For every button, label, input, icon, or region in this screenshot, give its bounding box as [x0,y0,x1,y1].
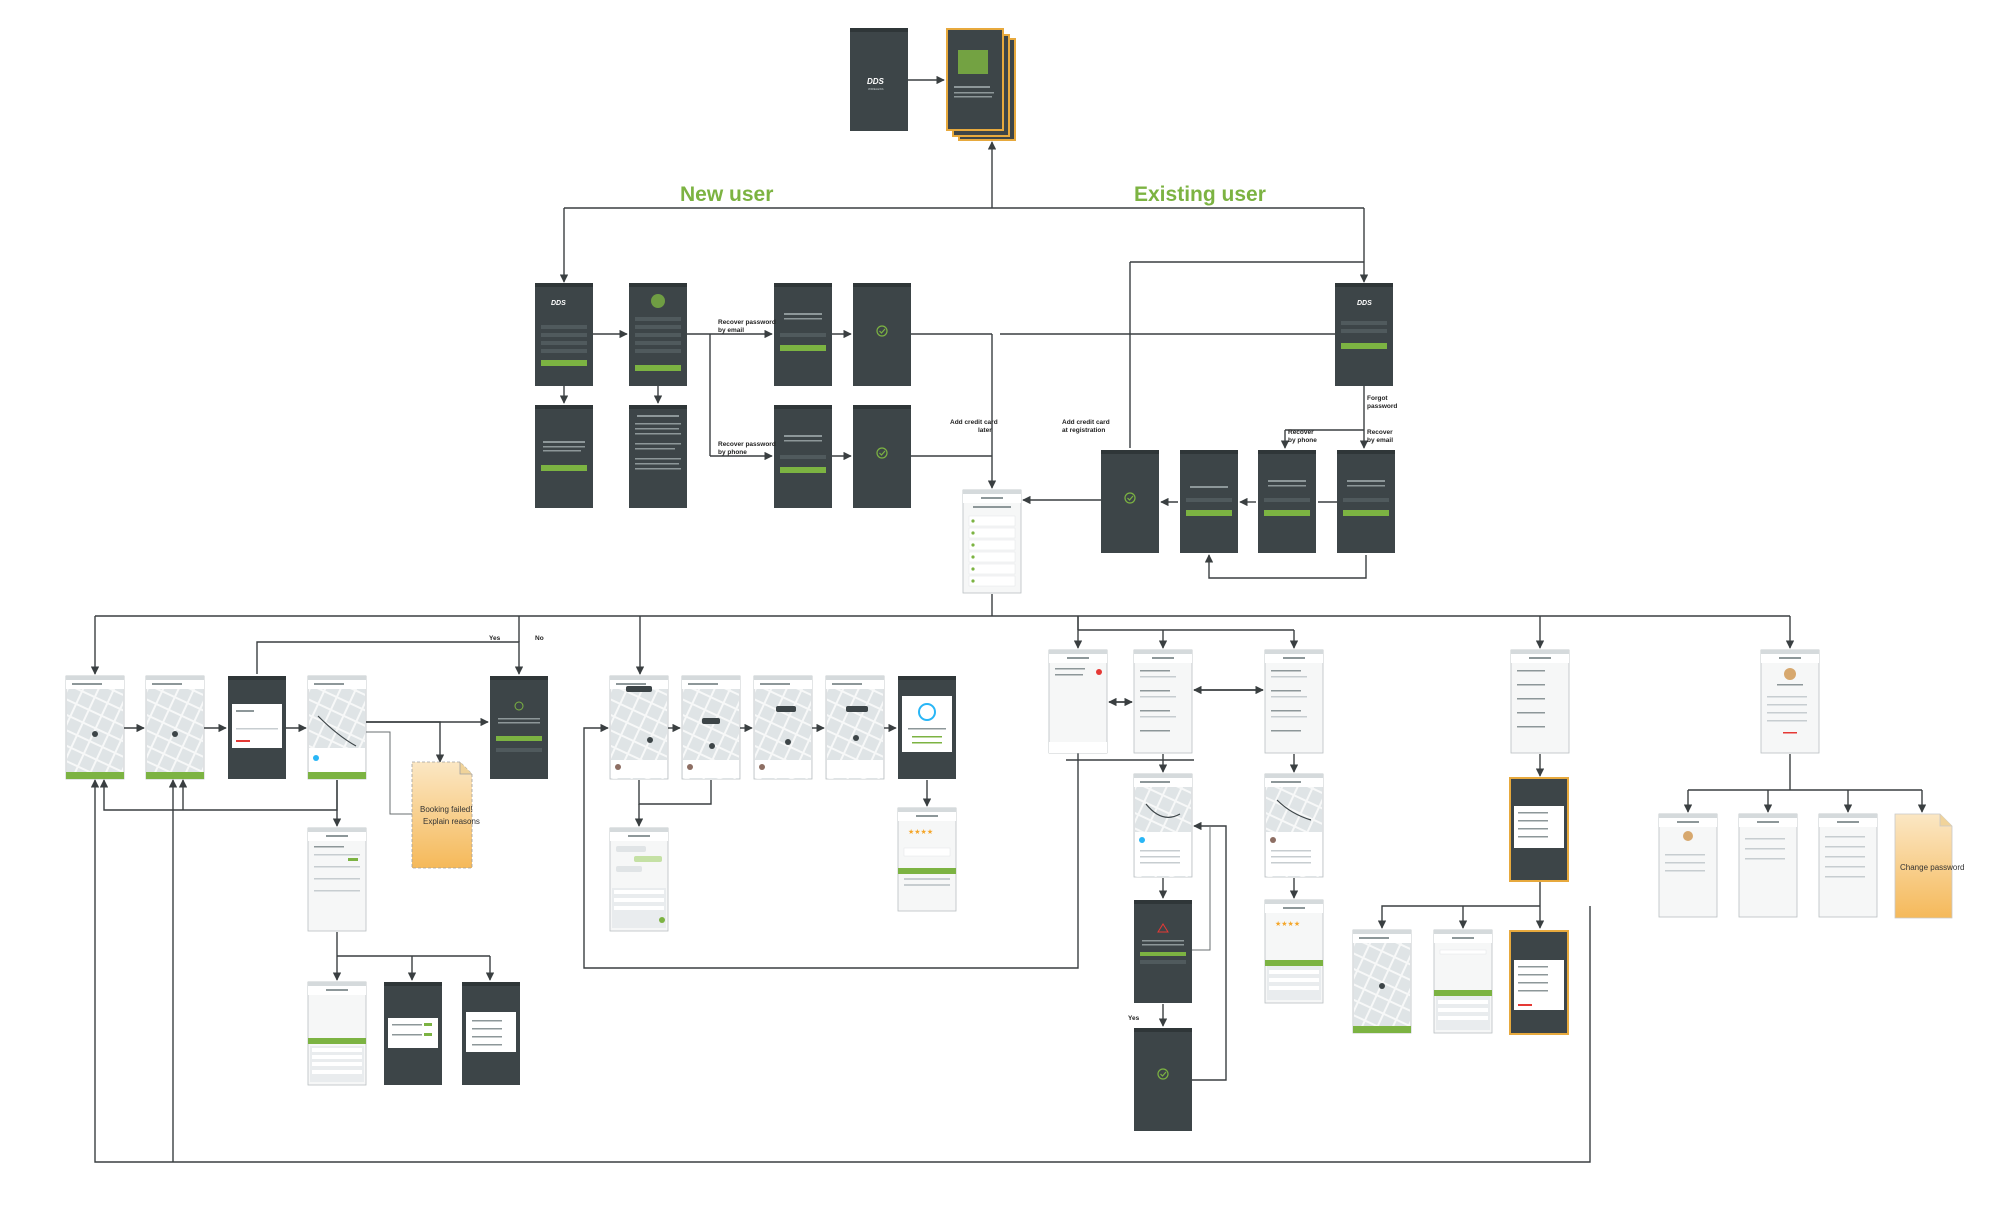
chat-driver-screen [609,827,669,932]
booking-route-review-screen [307,675,367,780]
upcoming-trips-screen [1133,649,1193,754]
splash-logo: DDS [867,77,885,86]
past-trip-detail-screen [1264,773,1324,878]
extras-options-screen [384,982,442,1085]
label-recover-phone-left-1: Recover password [718,441,776,448]
svg-text:★★★★: ★★★★ [908,828,933,836]
label-recover-email-right-1: Recover [1367,429,1393,436]
splash-screen: DDS WIRELESS [850,28,908,131]
label-yes-top: Yes [489,635,501,642]
signup-screen: DDS [535,283,593,386]
label-add-card-later-2: later [978,427,992,434]
label-add-card-registration-2: at registration [1062,427,1105,434]
edit-place-map-screen [1352,929,1412,1034]
login-screen: DDS [1335,283,1393,386]
rate-trip-screen: ★★★★ [897,807,957,912]
cancel-trip-confirm-screen [1134,900,1192,1003]
trip-in-progress-screen [825,675,885,780]
label-recover-email-left-1: Recover password [718,319,776,326]
onboarding-screens [946,28,1016,141]
upcoming-trip-detail-screen [1133,773,1193,878]
label-recover-email-right-2: by email [1367,437,1393,444]
trip-details-screen [307,827,367,932]
driver-arriving-screen [753,675,813,780]
profile-screen [1760,649,1820,754]
personal-info-screen [1658,813,1718,918]
signup-logo: DDS [551,300,566,307]
label-yes-mid: Yes [1128,1015,1140,1022]
saved-places-screen [1510,649,1570,754]
label-recover-email-left-2: by email [718,327,744,334]
booking-failed-note: Booking failed! Explain reasons [411,761,480,869]
heading-new-user: New user [680,183,773,206]
booking-map-pickup-screen [65,675,125,780]
label-forgot-password-1: Forgot [1367,395,1388,402]
label-no-top: No [535,635,544,642]
card-added-screen [1101,450,1159,553]
verify-code-email-screen [774,283,832,386]
label-add-card-registration-1: Add credit card [1062,419,1110,426]
email-verification-sent-screen [535,405,593,508]
splash-logo-sub: WIRELESS [868,87,884,91]
recover-email-code-screen [1337,450,1395,553]
passengers-options-screen [462,982,520,1085]
booking-failed-note-line1: Booking failed! [420,805,472,814]
trip-cancelled-screen [1134,1028,1192,1131]
preferences-screen [1818,813,1878,918]
driver-assigned-screen [609,675,669,780]
booking-confirm-screen [490,676,548,779]
label-recover-phone-left-2: by phone [718,449,747,456]
booking-map-dropoff-screen [145,675,205,780]
heading-existing-user: Existing user [1134,183,1266,206]
past-trips-screen [1264,649,1324,754]
driver-en-route-screen [681,675,741,780]
label-add-card-later-1: Add credit card [950,419,998,426]
label-recover-phone-right-2: by phone [1288,437,1317,444]
verified-email-screen [853,283,911,386]
login-logo: DDS [1357,300,1372,307]
reset-password-screen [1180,450,1238,553]
profile-setup-screen [629,283,687,386]
note-to-driver-screen [307,981,367,1086]
svg-text:★★★★: ★★★★ [1275,920,1300,928]
recover-phone-code-screen [1258,450,1316,553]
label-recover-phone-right-1: Recover [1288,429,1314,436]
edit-place-name-screen [1433,929,1493,1034]
trip-finished-screen [898,676,956,779]
verify-code-phone-screen [774,405,832,508]
change-password-note: Change password [1894,813,1964,919]
place-actions-sheet [1509,777,1569,882]
place-delete-sheet [1509,930,1569,1035]
home-menu-screen [962,489,1022,594]
my-trips-empty-screen [1048,649,1108,754]
change-password-note-text: Change password [1900,863,1964,872]
verified-phone-screen [853,405,911,508]
rate-past-trip-screen: ★★★★ [1264,899,1324,1004]
booking-failed-note-line2: Explain reasons [423,817,480,826]
label-forgot-password-2: password [1367,403,1397,410]
terms-screen [629,405,687,508]
booking-time-picker-screen [228,676,286,779]
payment-screen [1738,813,1798,918]
